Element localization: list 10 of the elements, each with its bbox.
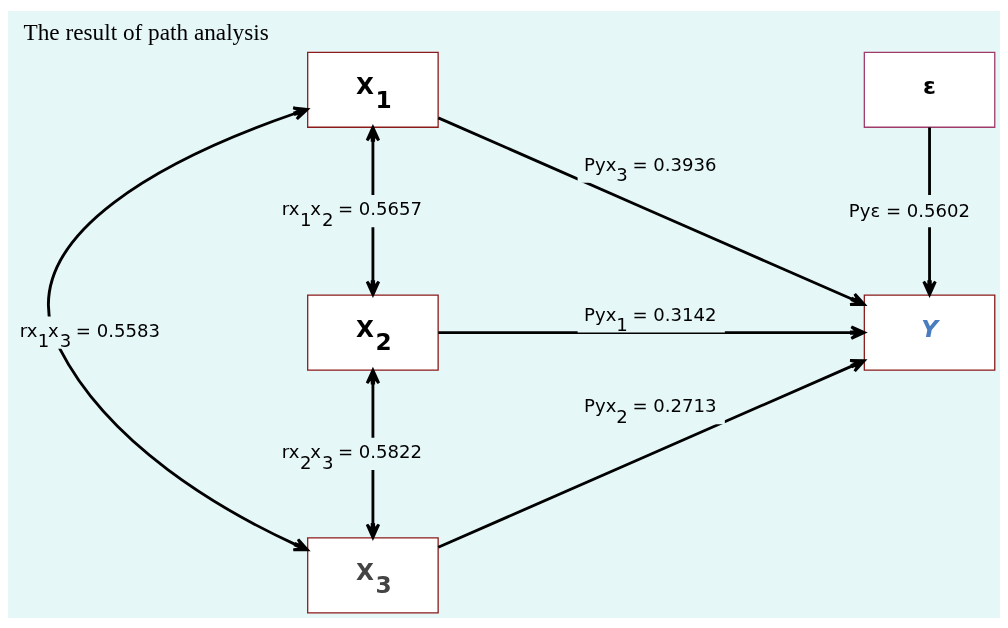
arrow [365, 368, 381, 539]
arrow [365, 125, 381, 296]
arrow [437, 116, 866, 306]
node-box: Y [863, 294, 996, 371]
arrow [437, 358, 866, 549]
node-box: ε [863, 51, 996, 128]
diagram-title: The result of path analysis [23, 18, 269, 45]
arrow [438, 324, 866, 340]
arrow [47, 106, 309, 551]
edge-label: Pyε = 0.5602 [848, 199, 971, 221]
